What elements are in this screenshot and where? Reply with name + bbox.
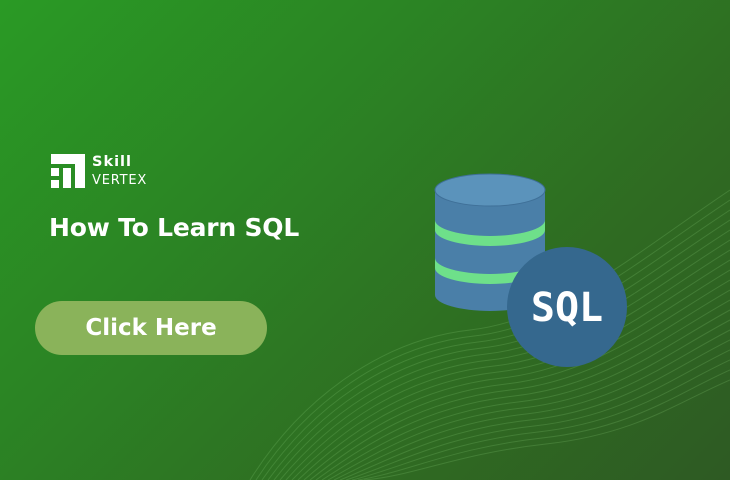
- brand-wordmark: Skill VERTEX: [92, 155, 147, 187]
- sql-badge: SQL: [507, 247, 627, 367]
- page-title: How To Learn SQL: [49, 213, 300, 242]
- brand-name-line1: Skill: [92, 154, 132, 171]
- skillvertex-logo[interactable]: Skill VERTEX: [49, 152, 147, 190]
- click-here-button[interactable]: Click Here: [35, 301, 267, 355]
- sql-badge-label: SQL: [531, 285, 603, 331]
- database-icon: SQL: [434, 173, 627, 367]
- skillvertex-logo-mark-icon: [51, 154, 85, 188]
- brand-name-line2: VERTEX: [92, 172, 148, 188]
